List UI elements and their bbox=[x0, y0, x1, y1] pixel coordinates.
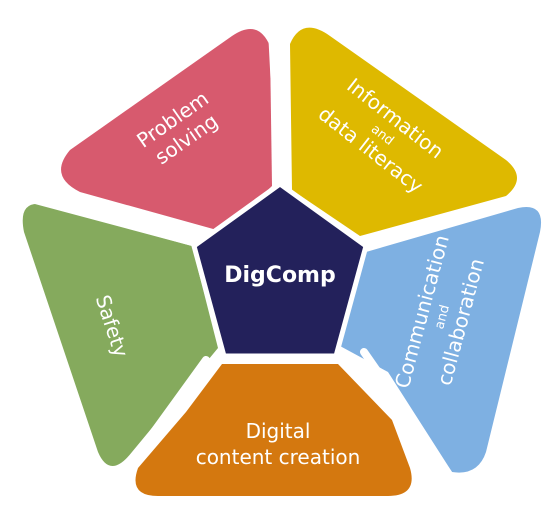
label-content-creation-line2: content creation bbox=[196, 445, 361, 469]
segment-content-creation bbox=[135, 364, 412, 496]
label-content-creation-line1: Digital bbox=[246, 419, 311, 443]
segment-communication bbox=[340, 207, 542, 473]
segment-information bbox=[290, 27, 517, 236]
center-pentagon bbox=[191, 181, 369, 359]
segment-safety bbox=[22, 203, 219, 466]
label-communication-line2: and bbox=[432, 303, 453, 331]
label-content-creation: Digital content creation bbox=[196, 419, 361, 469]
segment-dividers bbox=[24, 26, 514, 480]
segment-problem-solving bbox=[61, 28, 273, 232]
center-label: DigComp bbox=[224, 263, 335, 288]
